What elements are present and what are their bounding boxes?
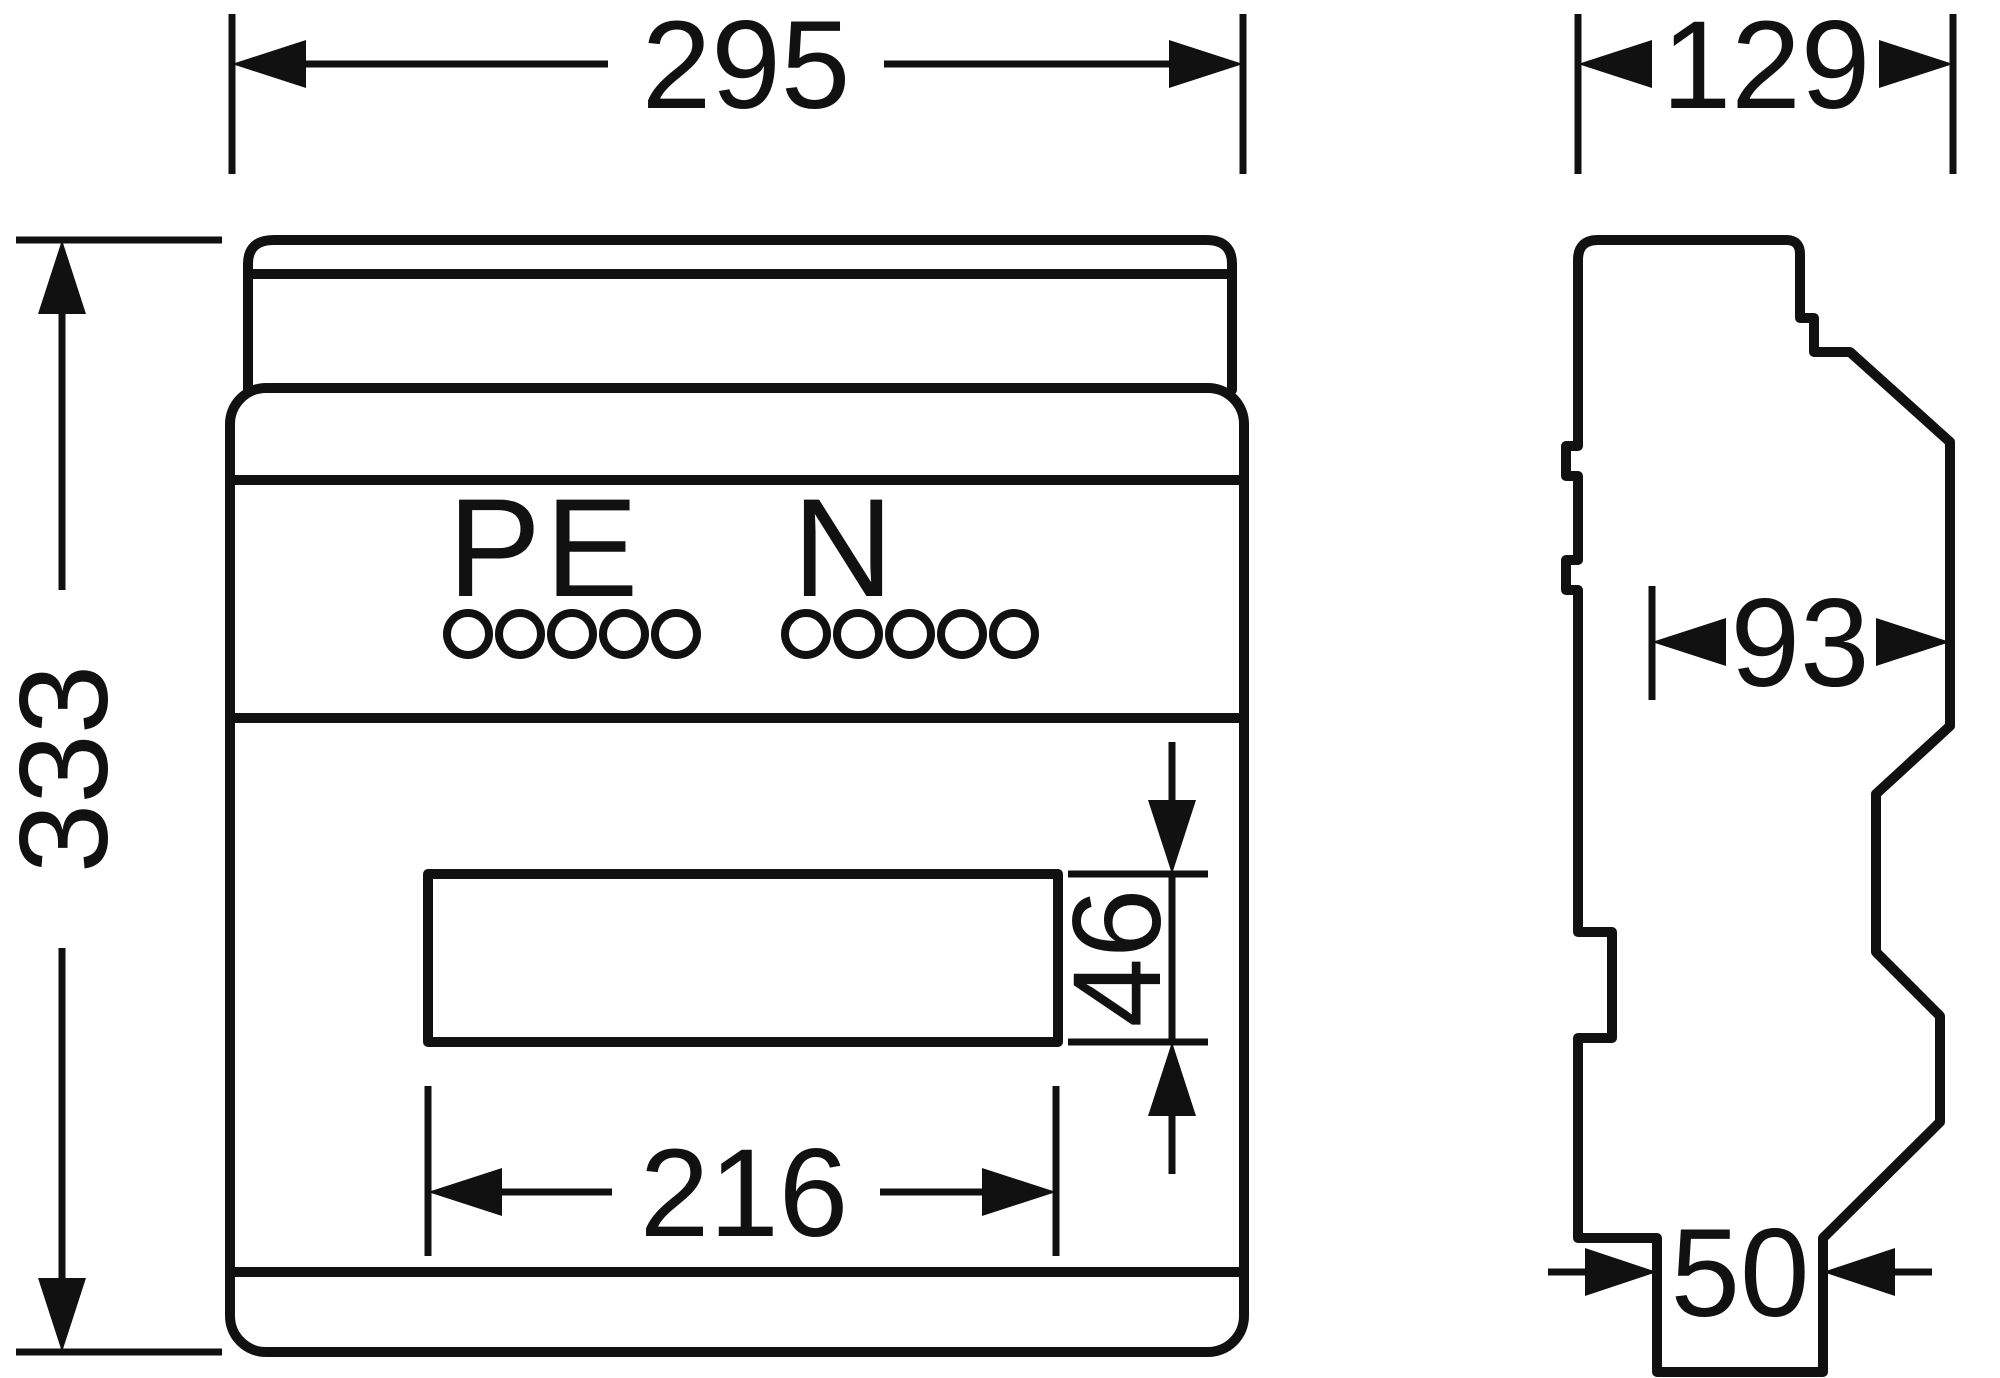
arrow-right-icon: [1169, 40, 1243, 88]
n-terminal-label: N: [792, 469, 897, 626]
dim-upper-depth: 93: [1648, 574, 1950, 713]
arrow-up-icon: [1148, 1042, 1196, 1116]
pe-terminal-label: PE: [448, 469, 643, 626]
arrow-left-icon: [1652, 618, 1726, 666]
dim-cutout-width: 216: [424, 1086, 1060, 1263]
overall-height-value: 333: [0, 665, 134, 874]
arrow-right-icon: [1876, 618, 1950, 666]
overall-depth-value: 129: [1662, 0, 1871, 135]
front-view: PE N: [225, 235, 1249, 1357]
side-view: [1561, 235, 1955, 1377]
arrow-down-icon: [1148, 800, 1196, 874]
cutout-width-value: 216: [640, 1124, 849, 1263]
cutout-height-value: 46: [1048, 888, 1187, 1027]
arrow-right-icon: [1585, 1248, 1657, 1296]
upper-depth-value: 93: [1730, 574, 1869, 713]
arrow-right-icon: [1879, 40, 1953, 88]
side-profile-outline: [1561, 235, 1955, 1377]
front-lid-outline: [243, 235, 1237, 395]
arrow-left-icon: [428, 1168, 502, 1216]
arrow-left-icon: [232, 40, 306, 88]
dim-overall-width: 295: [228, 0, 1247, 174]
overall-width-value: 295: [642, 0, 851, 135]
dim-overall-height: 333: [0, 236, 222, 1356]
pe-terminal-holes: [443, 609, 701, 659]
dim-overall-depth: 129: [1574, 0, 1957, 174]
front-body-outline: [225, 383, 1249, 1357]
arrow-left-icon: [1823, 1248, 1895, 1296]
arrow-up-icon: [38, 240, 86, 314]
arrow-right-icon: [982, 1168, 1056, 1216]
n-terminal-holes: [781, 609, 1039, 659]
dim-cutout-height: 46: [1048, 742, 1208, 1174]
arrow-down-icon: [38, 1278, 86, 1352]
base-depth-value: 50: [1670, 1204, 1809, 1343]
front-cutout-window: [423, 869, 1063, 1047]
arrow-left-icon: [1578, 40, 1652, 88]
dim-base-depth: 50: [1548, 1204, 1932, 1343]
